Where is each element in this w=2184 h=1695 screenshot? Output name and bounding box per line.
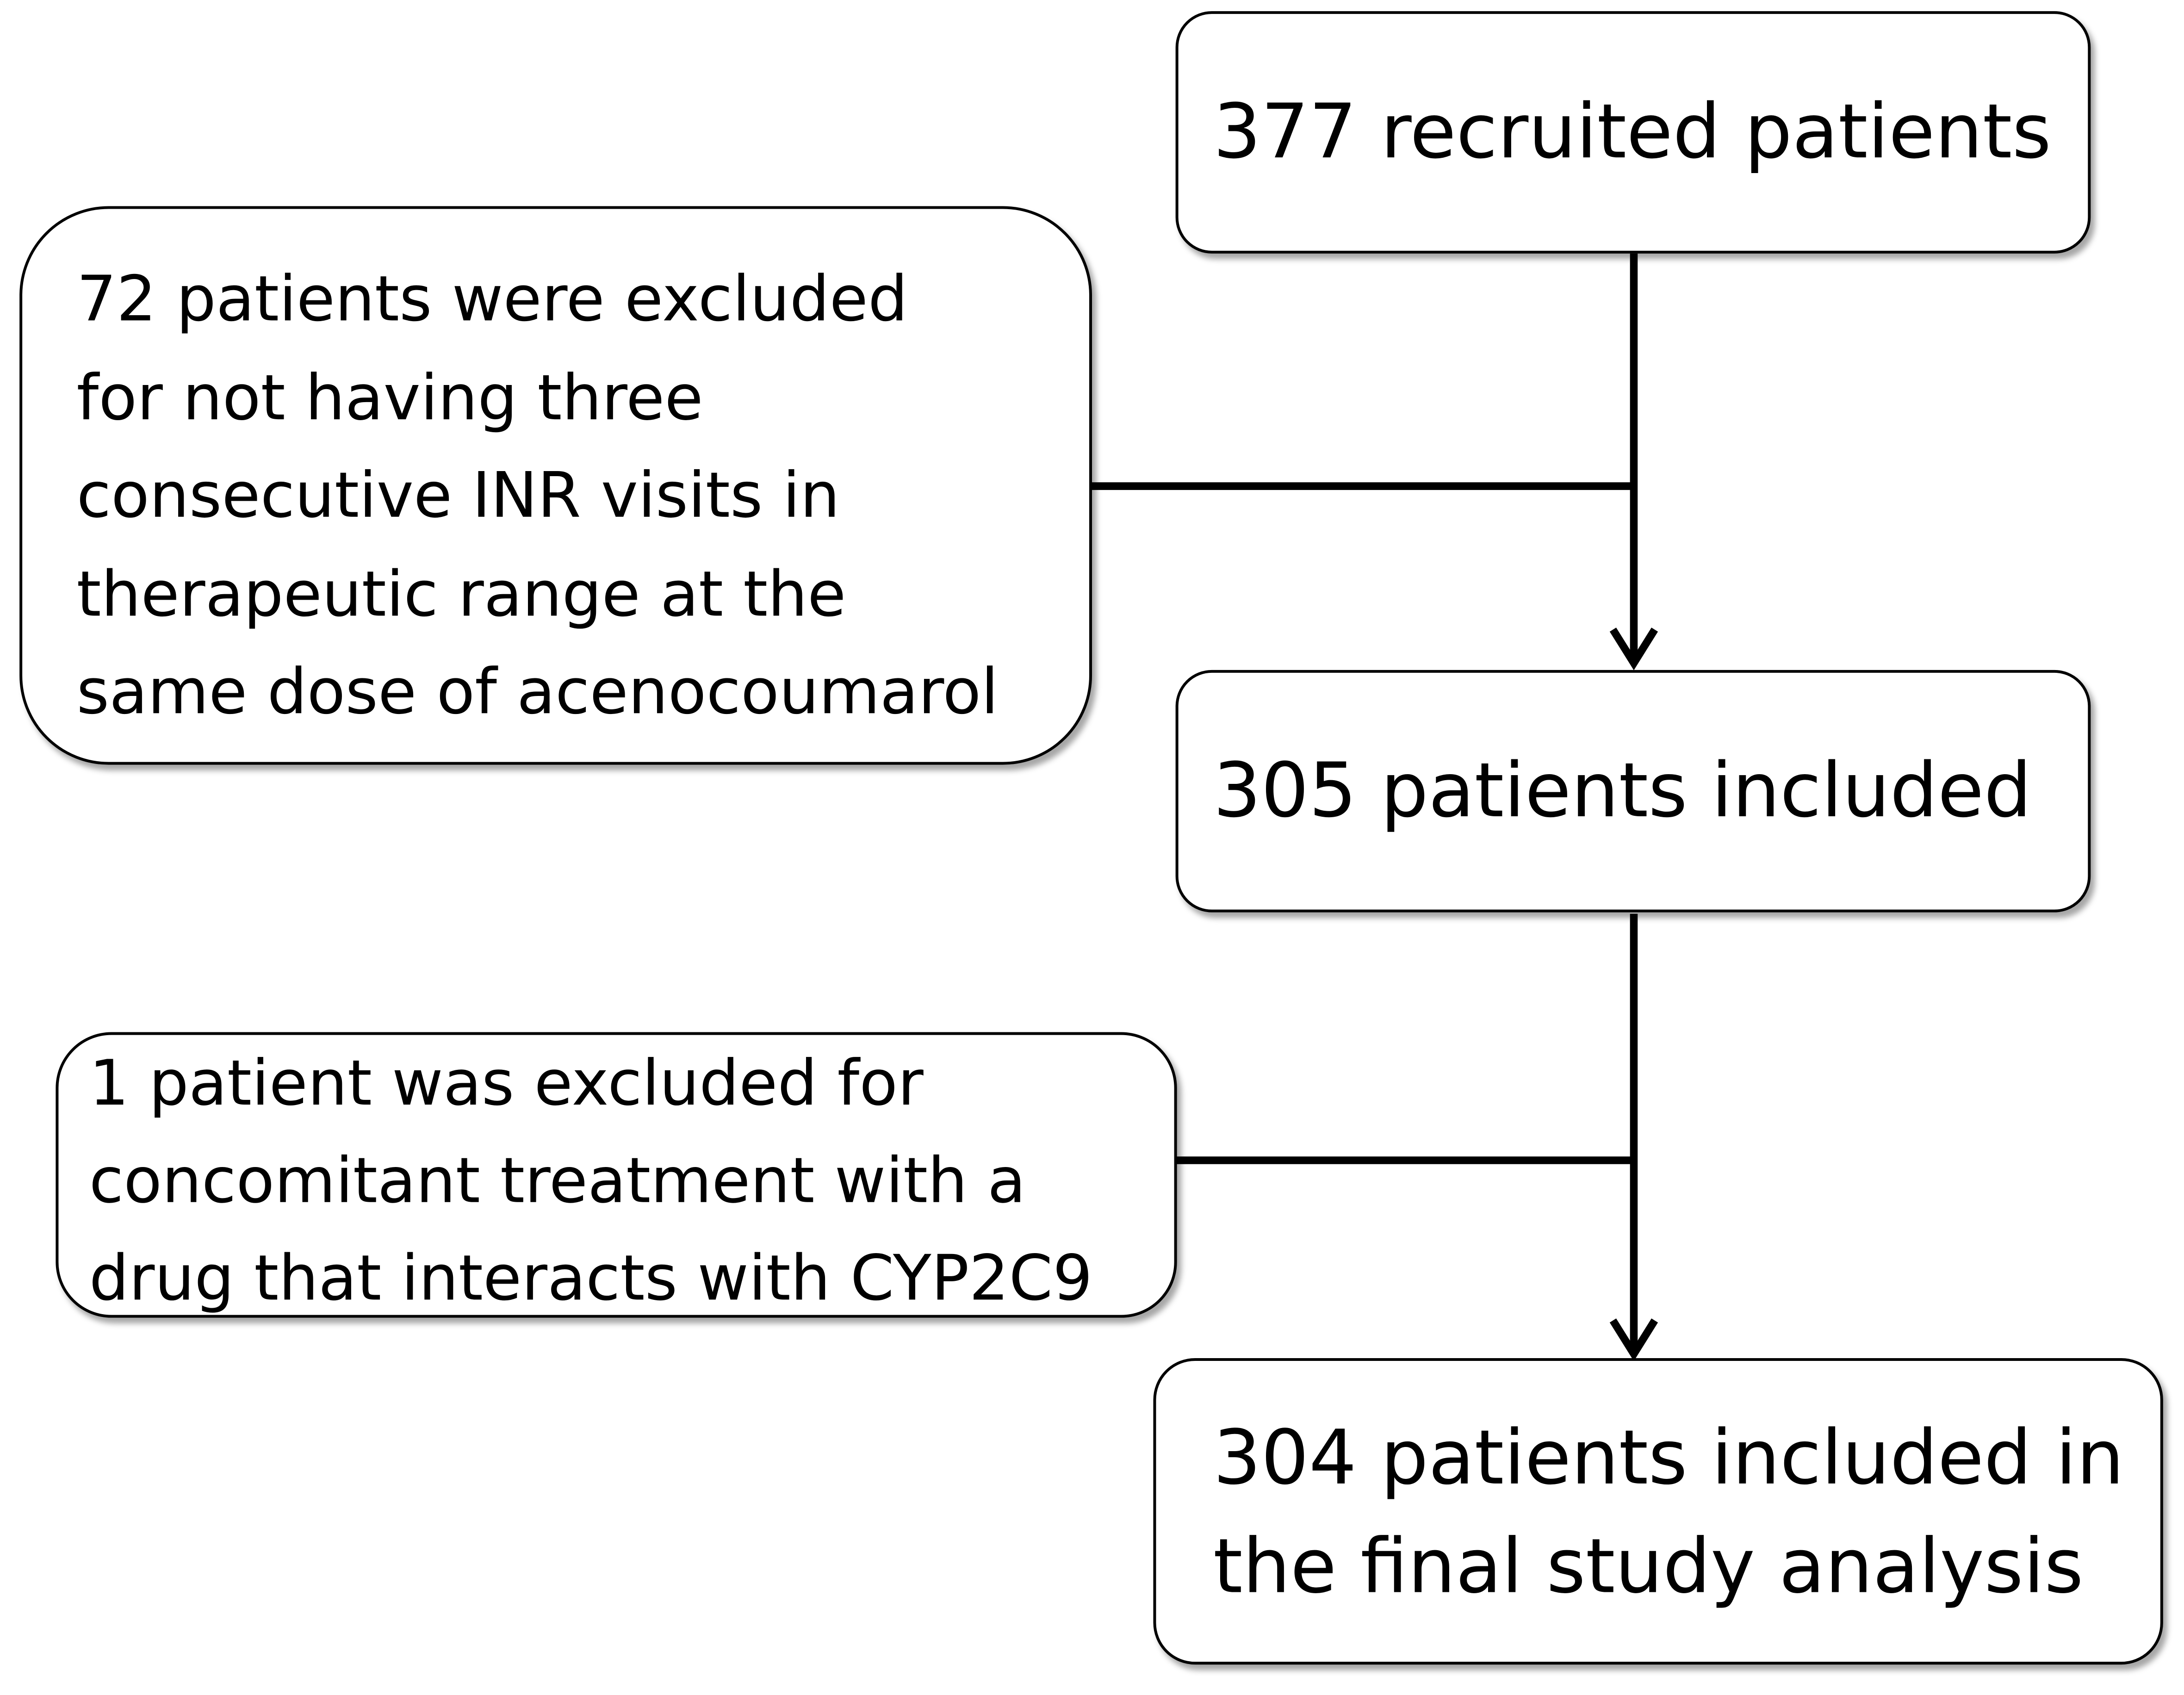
- box-final-analysis: 304 patients included in the final study…: [1153, 1358, 2163, 1665]
- excluded-first-line-2: for not having three: [76, 360, 703, 434]
- box-recruited-text: 377 recruited patients: [1213, 87, 2052, 176]
- excluded-first-line-3: consecutive INR visits in: [76, 458, 840, 533]
- box-recruited-patients: 377 recruited patients: [1175, 11, 2091, 254]
- arrowhead-to-included: [1609, 627, 1658, 671]
- final-line-1: 304 patients included in: [1213, 1414, 2124, 1502]
- box-included-patients: 305 patients included: [1175, 670, 2091, 913]
- excluded-first-line-5: same dose of acenocoumarol: [76, 655, 999, 729]
- excluded-first-line-4: therapeutic range at the: [76, 557, 846, 631]
- excluded-second-line-2: concomitant treatment with a: [89, 1143, 1026, 1217]
- box-included-text: 305 patients included: [1213, 746, 2032, 835]
- box-excluded-first: 72 patients were excluded for not having…: [19, 206, 1092, 765]
- box-excluded-second: 1 patient was excluded for concomitant t…: [56, 1032, 1177, 1318]
- excluded-second-line-1: 1 patient was excluded for: [89, 1046, 924, 1120]
- arrowhead-to-final: [1609, 1318, 1658, 1361]
- excluded-first-line-1: 72 patients were excluded: [76, 261, 908, 336]
- final-line-2: the final study analysis: [1213, 1522, 2084, 1610]
- excluded-second-line-3: drug that interacts with CYP2C9: [89, 1241, 1093, 1315]
